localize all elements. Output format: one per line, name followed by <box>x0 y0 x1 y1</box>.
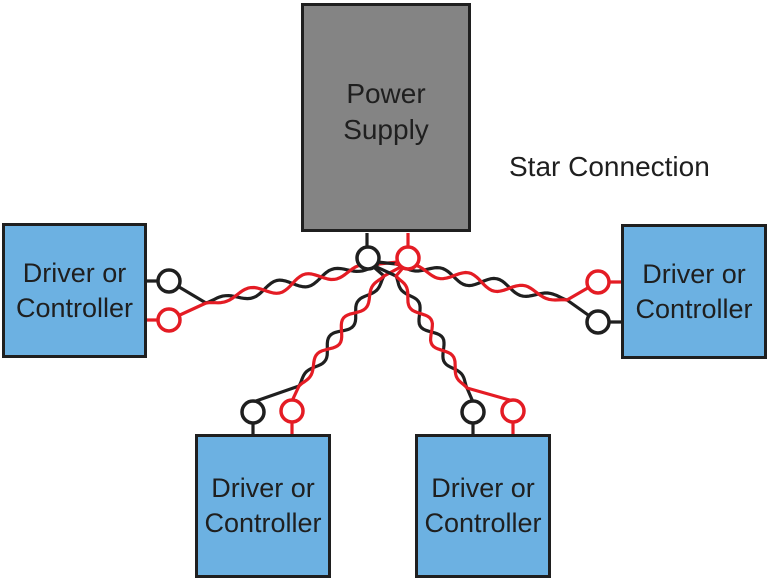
terminal-bottom-left-red <box>279 398 305 424</box>
controller-left-label: Driver or Controller <box>16 256 133 326</box>
controller-box-right: Driver or Controller <box>621 224 767 359</box>
controller-bottom-right-label: Driver or Controller <box>424 471 541 541</box>
power-supply-label-line1: Power <box>346 77 426 109</box>
power-supply-label: Power Supply <box>343 76 429 148</box>
wire-red-bottom-right <box>394 260 515 403</box>
terminal-left-red <box>156 307 182 333</box>
controller-bottom-right-label-line1: Driver or <box>431 473 535 503</box>
diagram-title: Star Connection <box>509 151 710 182</box>
terminal-right-black <box>585 309 611 335</box>
terminal-bottom-left-black <box>240 399 266 425</box>
controller-bottom-left-label-line2: Controller <box>204 508 322 538</box>
power-supply-box: Power Supply <box>301 3 471 232</box>
controller-box-bottom-left: Driver or Controller <box>195 434 331 578</box>
controller-box-bottom-right: Driver or Controller <box>415 434 551 578</box>
terminal-ps-black <box>355 245 381 271</box>
wire-red-bottom-left <box>290 261 410 403</box>
wire-red-left <box>167 259 410 322</box>
wire-black-bottom-right <box>366 261 475 404</box>
power-supply-label-line2: Supply <box>343 113 429 145</box>
controller-right-label: Driver or Controller <box>635 257 752 327</box>
terminal-ps-red <box>395 245 421 271</box>
controller-bottom-left-label: Driver or Controller <box>204 471 321 541</box>
terminal-right-red <box>585 269 611 295</box>
controller-box-left: Driver or Controller <box>2 223 147 358</box>
controller-right-label-line1: Driver or <box>642 258 746 289</box>
controller-bottom-left-label-line1: Driver or <box>211 473 315 503</box>
controller-bottom-right-label-line2: Controller <box>424 508 542 538</box>
terminal-bottom-right-black <box>460 399 486 425</box>
wire-black-left <box>167 258 381 305</box>
terminal-left-black <box>156 268 182 294</box>
wire-red-right <box>394 259 600 302</box>
controller-left-label-line2: Controller <box>15 292 134 323</box>
terminal-bottom-right-red <box>500 398 526 424</box>
controller-left-label-line1: Driver or <box>22 257 127 288</box>
controller-right-label-line2: Controller <box>635 293 753 324</box>
